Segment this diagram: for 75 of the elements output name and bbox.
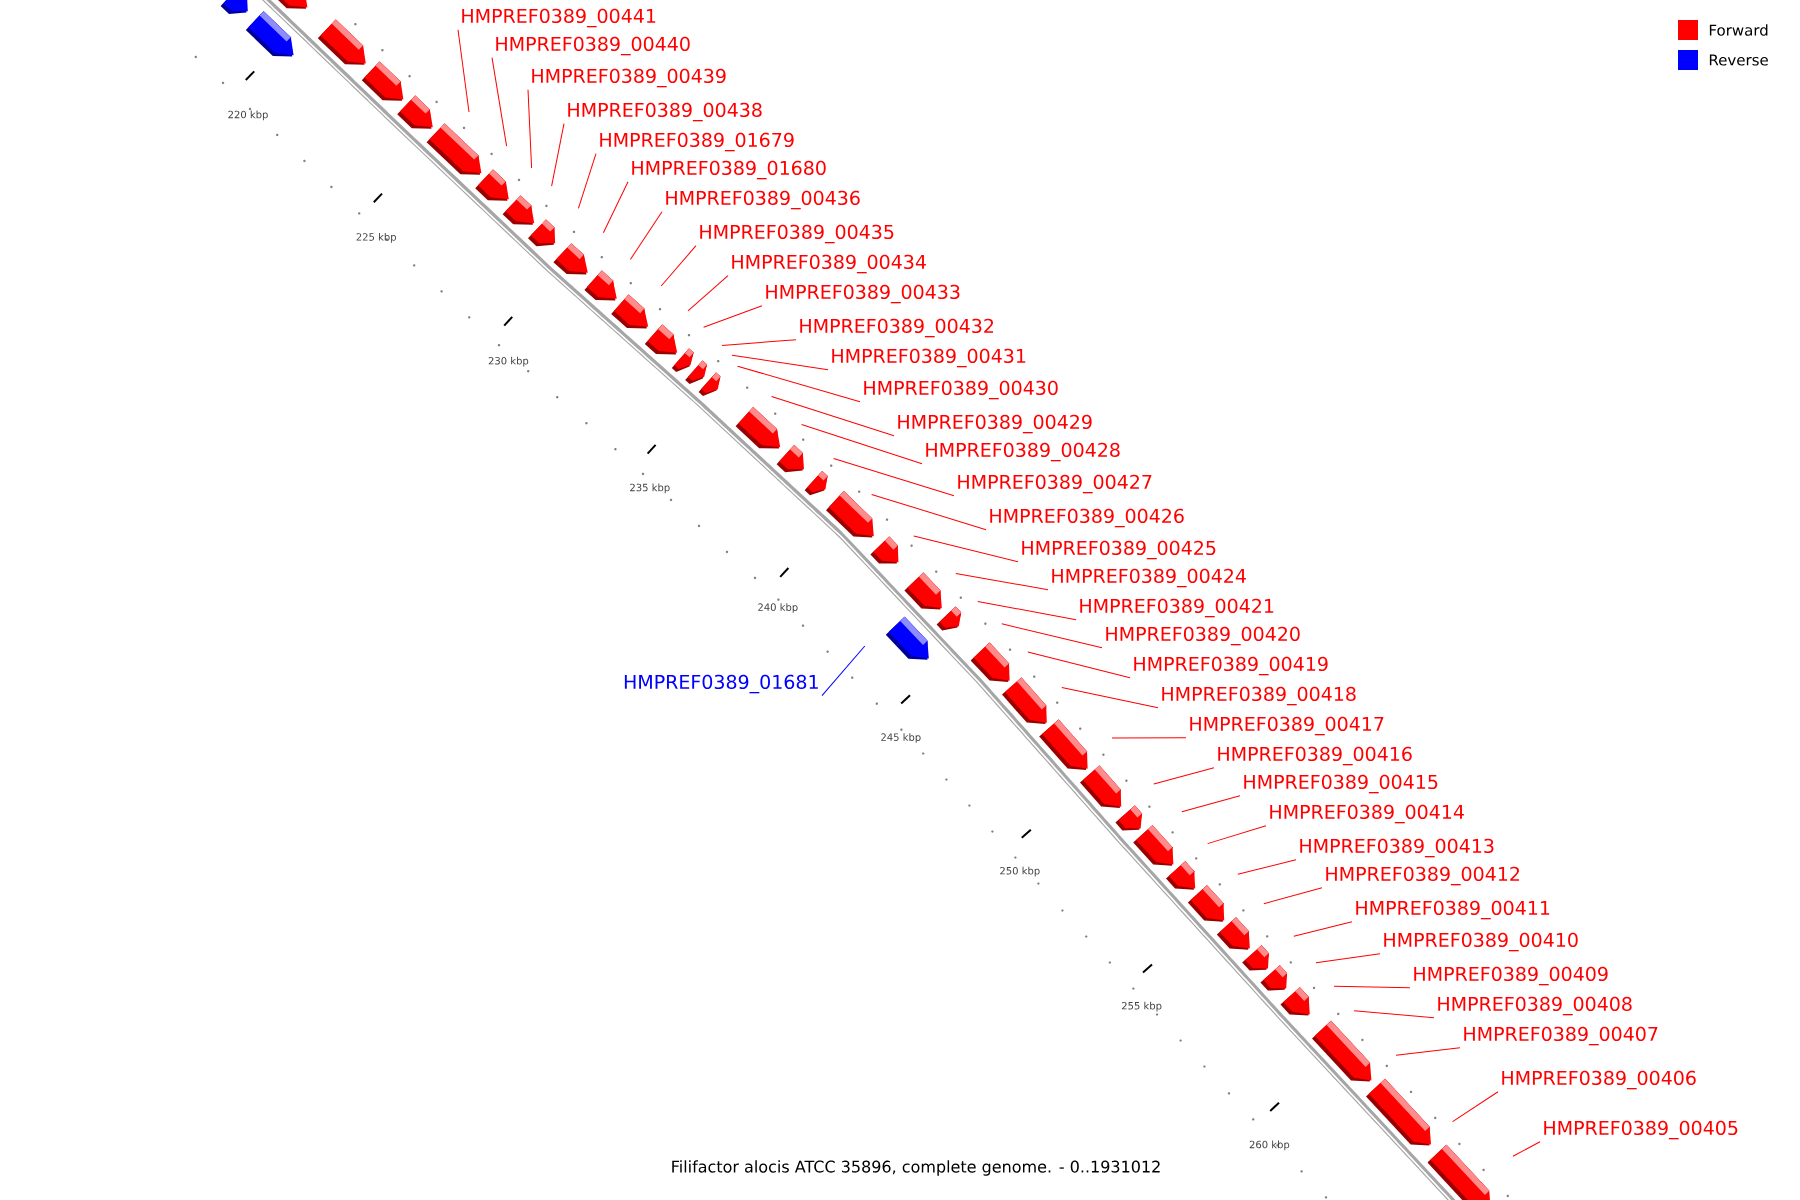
- leader-line: [1027, 651, 1131, 679]
- gene-label: HMPREF0389_00428: [926, 442, 1120, 462]
- leader-line: [737, 365, 861, 403]
- leader-line: [1263, 887, 1323, 905]
- leader-line: [731, 354, 829, 371]
- leader-line: [551, 123, 565, 187]
- gene-label: HMPREF0389_00430: [864, 380, 1058, 400]
- leader-line: [1207, 825, 1267, 845]
- gene-label: HMPREF0389_00406: [1502, 1070, 1696, 1090]
- leader-line: [1452, 1091, 1499, 1123]
- leader-line: [703, 305, 763, 328]
- gene-label: HMPREF0389_00424: [1052, 568, 1246, 588]
- leader-line: [833, 457, 955, 497]
- gene-label: HMPREF0389_00435: [700, 224, 894, 244]
- gene-label: HMPREF0389_00417: [1190, 716, 1384, 736]
- leader-line: [1395, 1047, 1461, 1056]
- gene-label: HMPREF0389_00438: [568, 102, 762, 122]
- gene-label: HMPREF0389_00410: [1384, 932, 1578, 952]
- leader-line: [1001, 623, 1103, 649]
- leader-line: [1111, 737, 1187, 739]
- gene-label: HMPREF0389_00405: [1544, 1120, 1738, 1140]
- gene-label: HMPREF0389_00413: [1300, 838, 1494, 858]
- leader-line: [871, 493, 987, 531]
- gene-label: HMPREF0389_00418: [1162, 686, 1356, 706]
- gene-label: HMPREF0389_00433: [766, 284, 960, 304]
- gene-label: HMPREF0389_00434: [732, 254, 926, 274]
- gene-label: HMPREF0389_00425: [1022, 540, 1216, 560]
- gene-label: HMPREF0389_01681: [624, 674, 818, 694]
- leader-line: [1237, 859, 1297, 875]
- leader-line: [457, 29, 470, 113]
- leader-line: [660, 245, 697, 287]
- leader-line: [955, 572, 1049, 591]
- leader-line: [577, 153, 597, 209]
- gene-label: HMPREF0389_00420: [1106, 626, 1300, 646]
- gene-label: HMPREF0389_00436: [666, 190, 860, 210]
- gene-label: HMPREF0389_00412: [1326, 866, 1520, 886]
- caption: Filifactor alocis ATCC 35896, complete genome. - 0..1931012: [672, 1160, 1160, 1176]
- gene-label: HMPREF0389_00416: [1218, 746, 1412, 766]
- leader-line: [1181, 795, 1241, 813]
- gene-label: HMPREF0389_00411: [1356, 900, 1550, 920]
- gene-label: HMPREF0389_00408: [1438, 996, 1632, 1016]
- leader-line: [721, 339, 797, 346]
- gene-label: HMPREF0389_00429: [898, 414, 1092, 434]
- gene-label: HMPREF0389_00441: [462, 8, 656, 28]
- gene-label: HMPREF0389_00427: [958, 474, 1152, 494]
- gene-label: HMPREF0389_00414: [1270, 804, 1464, 824]
- gene-label: HMPREF0389_00409: [1414, 966, 1608, 986]
- leader-line: [527, 89, 533, 169]
- gene-label: HMPREF0389_00426: [990, 508, 1184, 528]
- leader-line: [1333, 985, 1411, 989]
- leader-line: [602, 181, 629, 234]
- gene-label: HMPREF0389_00421: [1080, 598, 1274, 618]
- leader-line: [821, 645, 866, 697]
- leader-line: [491, 57, 508, 147]
- leader-line: [1353, 1010, 1435, 1019]
- gene-label: HMPREF0389_00415: [1244, 774, 1438, 794]
- leader-line: [1512, 1141, 1541, 1157]
- leader-line: [629, 211, 663, 260]
- gene-label: HMPREF0389_00431: [832, 348, 1026, 368]
- leader-line: [687, 275, 729, 312]
- gene-label: HMPREF0389_00407: [1464, 1026, 1658, 1046]
- gene-label: HMPREF0389_00419: [1134, 656, 1328, 676]
- leader-line: [771, 395, 895, 437]
- gene-label: HMPREF0389_01679: [600, 132, 794, 152]
- gene-label: HMPREF0389_00439: [532, 68, 726, 88]
- gene-label: HMPREF0389_00440: [496, 36, 690, 56]
- gene-label: HMPREF0389_00432: [800, 318, 994, 338]
- gene-label: HMPREF0389_01680: [632, 160, 826, 180]
- leader-line: [913, 535, 1019, 563]
- leader-line: [977, 600, 1077, 621]
- leader-line: [1315, 953, 1381, 964]
- leader-line: [1293, 921, 1353, 937]
- leader-line: [1153, 767, 1215, 785]
- leader-line: [1061, 687, 1159, 709]
- leader-line: [801, 423, 923, 465]
